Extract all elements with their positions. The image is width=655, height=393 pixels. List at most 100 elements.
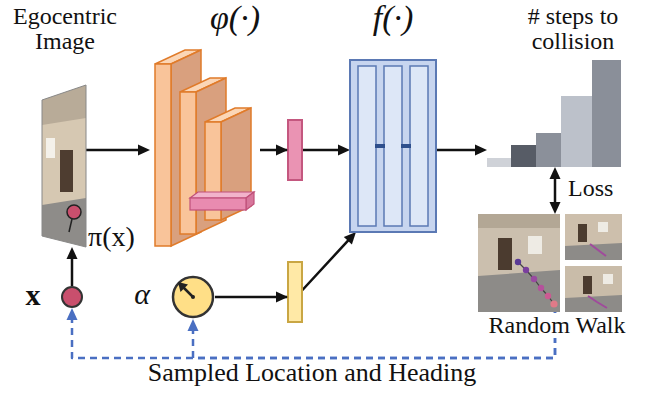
histogram-shape — [561, 96, 592, 167]
arrow-head — [338, 145, 350, 156]
room-photo — [42, 85, 86, 247]
room-photo — [590, 244, 606, 256]
heading-dial-shape — [173, 277, 213, 317]
room-photo — [42, 85, 86, 125]
mlp-block-shape — [410, 66, 428, 226]
node-label: α — [126, 278, 158, 310]
connector-line — [86, 149, 142, 152]
heading-feature-vector — [276, 262, 302, 322]
mlp-block-shape — [384, 66, 402, 226]
room-photo — [478, 214, 560, 228]
mlp-block-shape — [401, 144, 411, 148]
location-point-shape — [62, 287, 82, 307]
room-photo — [565, 243, 622, 260]
image-feature-vector — [276, 120, 302, 180]
room-photo — [565, 266, 622, 312]
histogram-shape — [487, 60, 621, 167]
mlp-block-shape — [358, 66, 376, 226]
egocentric-image: Egocentric Image — [42, 85, 86, 247]
heading-dial-shape — [178, 282, 188, 292]
location-point-shape — [61, 286, 83, 308]
feature-bar — [190, 198, 246, 210]
connector-line — [436, 149, 479, 152]
connector-line — [215, 238, 351, 297]
walk-trail — [538, 285, 544, 291]
room-photo — [598, 222, 608, 232]
node-label: φ(·) — [195, 0, 275, 36]
random-walk-images-shape — [478, 214, 622, 312]
arrow-head — [138, 145, 150, 156]
node-label: # steps to collision — [503, 4, 643, 54]
histogram-shape — [487, 158, 511, 167]
egocentric-image-shape — [42, 85, 86, 247]
arrow-head — [475, 145, 487, 156]
cnn-encoder-shape — [180, 92, 196, 234]
image-feature-vector — [288, 120, 302, 180]
heading-dial-shape — [191, 295, 195, 299]
walk-trail — [518, 262, 554, 304]
histogram-shape — [511, 145, 536, 167]
heading-dial: α — [171, 275, 215, 319]
mlp-block-shape — [350, 60, 436, 232]
room-photo — [603, 274, 613, 284]
node-label: f(·) — [352, 0, 434, 36]
room-photo — [478, 214, 560, 312]
egocentric-image-shape — [42, 85, 86, 247]
room-photo — [498, 238, 512, 270]
walk-trail — [515, 259, 558, 308]
room-photo — [565, 266, 622, 312]
arrow-head — [550, 167, 561, 179]
projected-point — [69, 219, 72, 232]
location-point: x — [61, 286, 83, 308]
walk-trail — [523, 267, 529, 273]
random-walk-images-shape — [478, 214, 622, 312]
room-photo — [565, 214, 622, 260]
walk-trail — [515, 259, 521, 265]
cnn-encoder-shape — [155, 50, 254, 246]
arrow-connector — [67, 247, 78, 286]
image-feature-vector — [276, 145, 288, 156]
mlp-block-shape — [350, 60, 436, 232]
room-photo — [583, 276, 592, 294]
walk-trail — [545, 293, 551, 299]
room-photo — [565, 214, 622, 260]
room-photo — [478, 214, 560, 312]
mlp-block-shape — [350, 60, 436, 232]
room-photo — [588, 296, 607, 308]
room-photo — [565, 295, 622, 312]
room-photo — [478, 270, 560, 312]
image-border — [42, 85, 86, 247]
node-label: Egocentric Image — [2, 4, 128, 54]
heading-dial-shape — [171, 275, 215, 319]
arrow-connector — [550, 167, 561, 214]
heading-dial-shape — [173, 277, 213, 317]
histogram-shape — [592, 60, 621, 167]
room-photo — [60, 150, 73, 192]
node-label: Random Walk — [474, 313, 640, 338]
feature-bar — [246, 192, 254, 210]
arrow-head — [188, 319, 199, 331]
arrow-head — [344, 232, 356, 245]
feature-bar — [190, 192, 254, 198]
arrow-connector — [86, 145, 150, 156]
room-photo — [42, 85, 86, 247]
room-photo — [42, 198, 86, 247]
cnn-encoder-shape — [155, 64, 171, 246]
mlp-block-shape — [375, 144, 385, 148]
histogram: # steps to collision — [487, 58, 621, 167]
arrow-head — [550, 202, 561, 214]
histogram-shape — [487, 58, 621, 167]
location-point-shape — [62, 287, 82, 307]
connector-line — [554, 175, 557, 206]
arrow-connector — [260, 145, 350, 156]
projected-point — [67, 205, 81, 219]
heading-dial-shape — [183, 287, 193, 297]
arrow-head — [67, 308, 78, 320]
projection-label: π(x) — [88, 222, 135, 251]
room-photo — [528, 236, 542, 254]
edge-label: Sampled Location and Heading — [148, 359, 477, 386]
histogram-shape — [536, 133, 561, 167]
edge-label: Loss — [568, 176, 613, 201]
cnn-encoder: φ(·) — [150, 48, 260, 248]
heading-feature-vector — [288, 262, 302, 322]
